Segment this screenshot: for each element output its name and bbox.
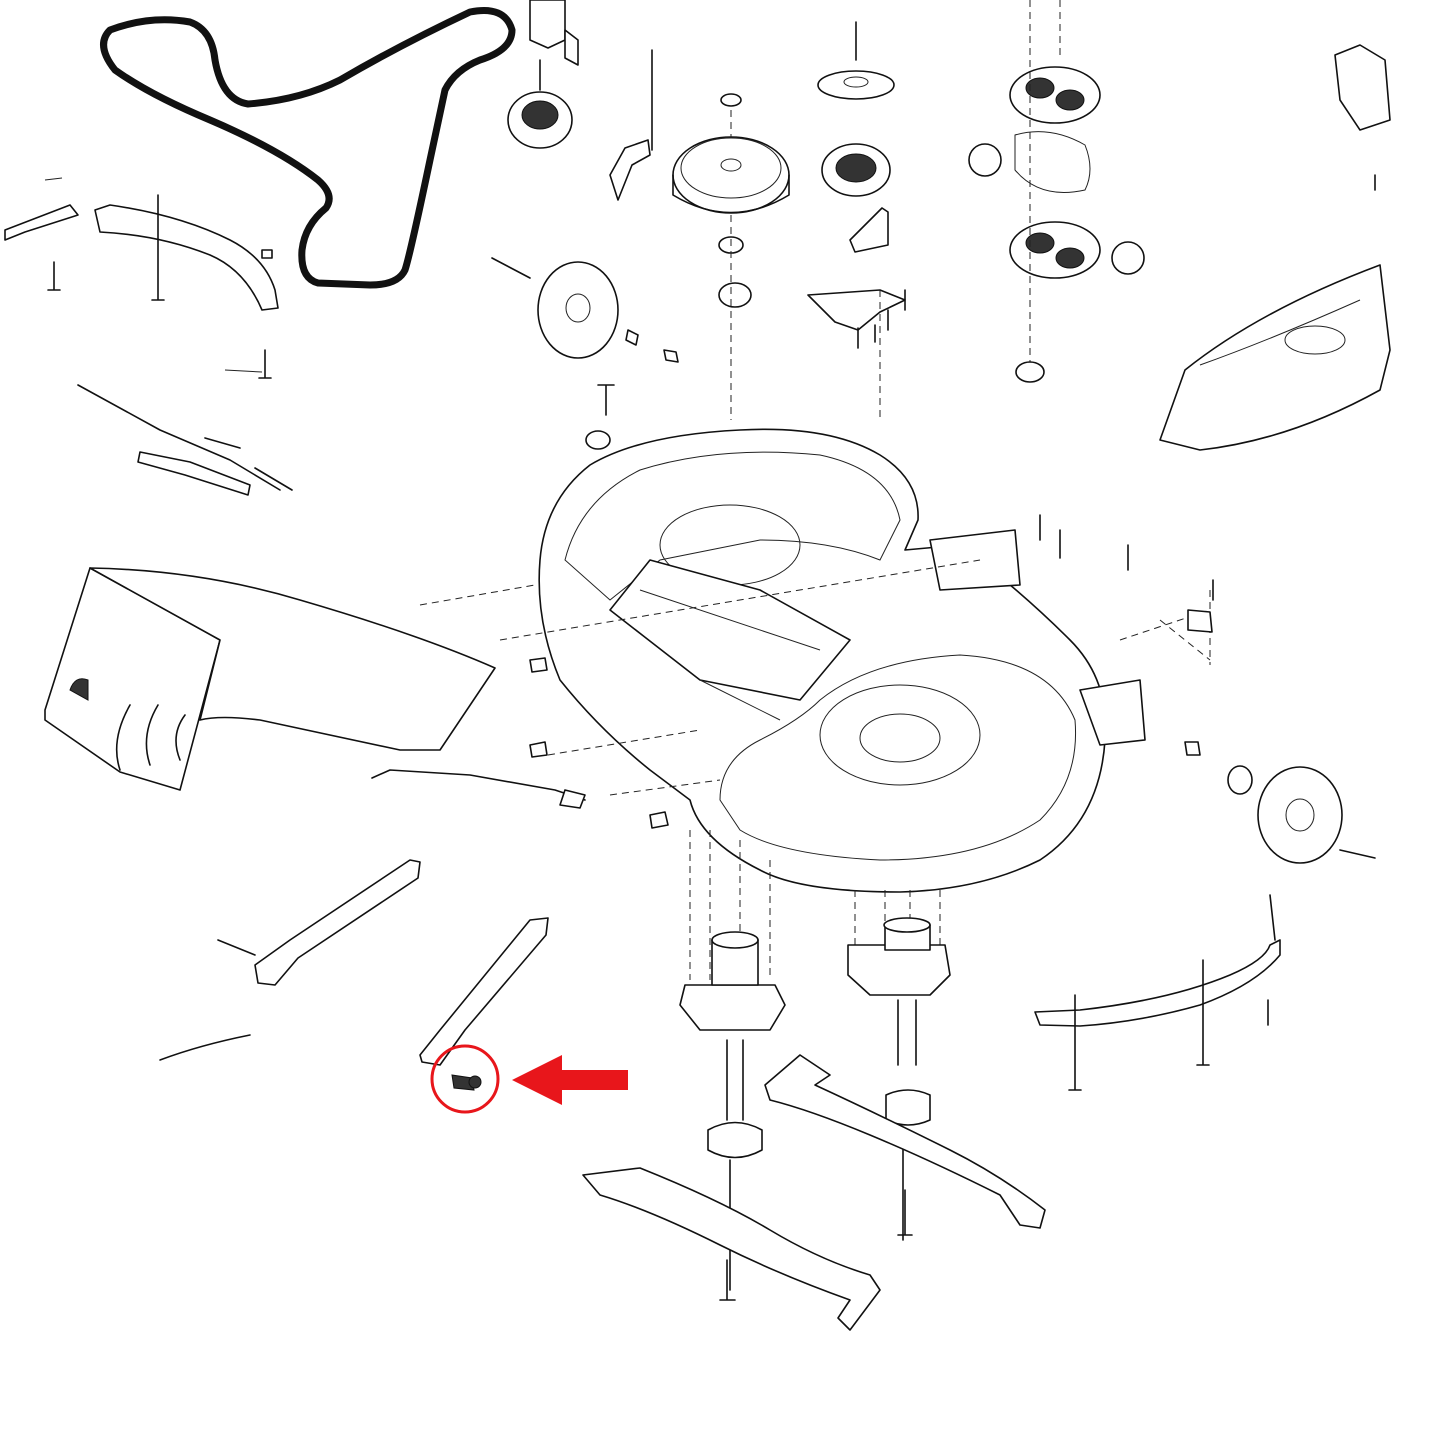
- linkage-rod: [371, 769, 586, 809]
- idler-pulley-left: [507, 0, 579, 149]
- idler-pulley-right: [817, 21, 895, 253]
- mower-deck: [538, 428, 1146, 893]
- deck-bracket: [807, 289, 906, 349]
- blade-bolts: [719, 1189, 913, 1301]
- discharge-chute: [44, 567, 496, 791]
- drive-belt: [100, 7, 516, 289]
- right-lift-arm: [1034, 894, 1281, 1091]
- gauge-wheel-left: [491, 257, 679, 363]
- bracket-top-right: [1334, 44, 1391, 191]
- belt-cover: [1159, 264, 1391, 451]
- lift-rod-assembly: [77, 384, 293, 496]
- spindle-left: [679, 931, 786, 1291]
- left-lift-arms: [159, 859, 549, 1066]
- mandrel-pulley: [672, 93, 790, 420]
- gauge-wheel-right: [1184, 741, 1376, 864]
- deck-hardware: [529, 384, 1214, 829]
- blade-left: [582, 1167, 881, 1331]
- blade-right: [764, 1054, 1046, 1229]
- left-baffle: [4, 177, 279, 379]
- highlighted-bolt: [451, 1074, 482, 1091]
- spindle-right: [847, 917, 951, 1241]
- idler-arm: [609, 49, 653, 201]
- gearbox-assembly: [968, 0, 1145, 383]
